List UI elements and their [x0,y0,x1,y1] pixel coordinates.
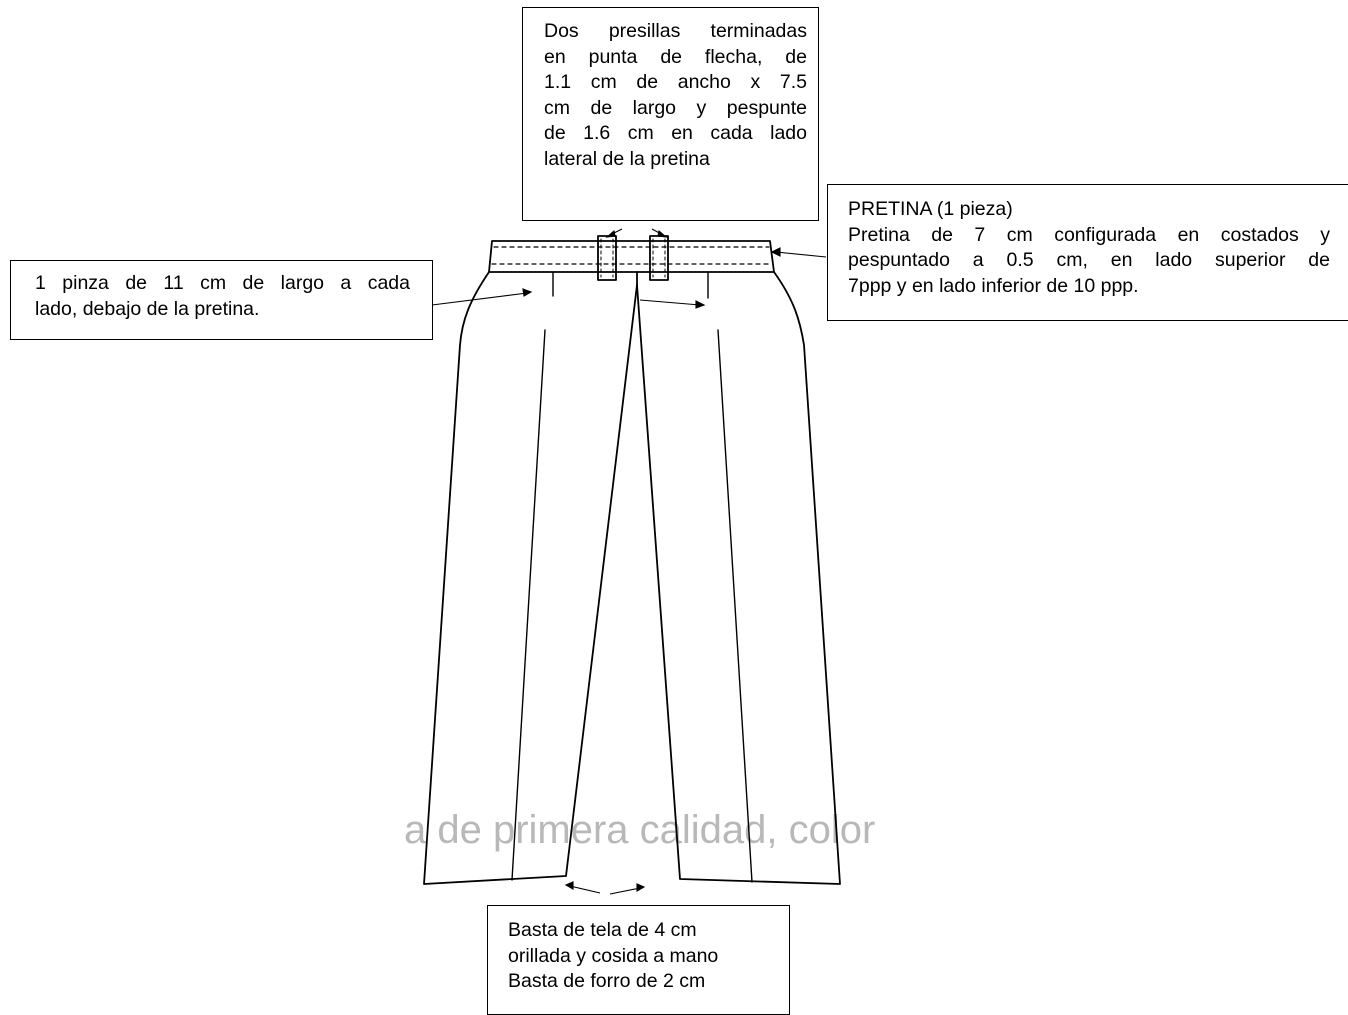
callout-line: orillada y cosida a mano [508,944,719,967]
right-leg [636,271,841,885]
left-crease [511,329,546,881]
waistband [488,240,775,273]
callout-title: PRETINA (1 pieza) [848,198,1013,220]
callout-basta: Basta de tela de 4 cm orillada y cosida … [487,905,790,1015]
callout-line: Basta de forro de 2 cm [508,970,706,992]
callout-line: Pretina de 7 cm configurada en costados … [848,223,1330,246]
belt-loop-right [649,235,669,281]
trousers-outline [423,235,841,885]
callout-pretina: PRETINA (1 pieza) Pretina de 7 cm config… [827,184,1348,321]
callout-presillas: Dos presillas terminadas en punta de fle… [522,7,819,221]
callout-line: pespuntado a 0.5 cm, en lado superior de [848,249,1330,271]
leader-lines [431,228,827,895]
left-leg [423,271,638,885]
callout-line: en punta de flecha, de [544,45,807,68]
callout-line: Dos presillas terminadas [544,20,807,42]
faded-background-caption: a de primera calidad, color [404,808,875,852]
callout-line: de 1.6 cm en cada lado [544,122,807,144]
belt-loop-left [597,235,617,281]
callout-line: 7ppp y en lado inferior de 10 ppp. [848,274,1139,297]
right-crease [717,329,753,883]
callout-line: 1 pinza de 11 cm de largo a cada [35,272,410,294]
callout-line: Basta de tela de 4 cm [508,919,697,941]
callout-line: lado, debajo de la pretina. [35,297,260,320]
callout-line: cm de largo y pespunte [544,96,807,119]
callout-pinza: 1 pinza de 11 cm de largo a cada lado, d… [10,260,433,340]
callout-line: 1.1 cm de ancho x 7.5 [544,71,807,93]
callout-line: lateral de la pretina [544,147,710,170]
